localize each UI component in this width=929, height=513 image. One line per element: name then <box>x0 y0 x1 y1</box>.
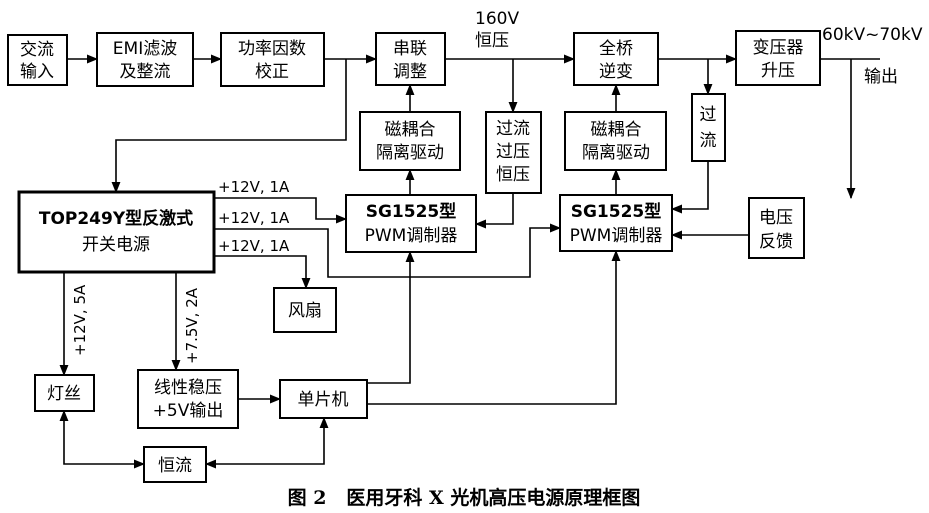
linear-regulator-box <box>137 369 239 429</box>
wire-rail1-sg1 <box>214 197 348 224</box>
rail-1-label: +12V, 1A <box>218 178 290 196</box>
wire-filament-current <box>59 409 146 469</box>
sg1525-1-line-2: PWM调制器 <box>365 226 458 246</box>
top249-line-1: TOP249Y型反激式 <box>39 208 193 229</box>
hv-output-label: 输出 <box>864 67 898 87</box>
ovp-line-3: 恒压 <box>496 165 530 185</box>
filament-block: 灯丝 <box>34 374 95 412</box>
mag-drive-1-line-2: 隔离驱动 <box>376 143 444 163</box>
mcu-label: 单片机 <box>298 390 349 410</box>
ovp-line-2: 过压 <box>496 142 530 162</box>
rail-2-label: +12V, 1A <box>218 209 290 227</box>
pfc-line-1: 功率因数 <box>238 39 306 59</box>
ac-input-box <box>7 34 68 86</box>
mcu-block: 单片机 <box>279 379 368 419</box>
ac-input-line-2: 输入 <box>20 62 54 82</box>
emi-filter-line-1: EMI滤波 <box>113 39 177 59</box>
sg1525-1-block: SG1525型 PWM调制器 <box>345 194 477 253</box>
fan-box <box>273 287 337 333</box>
mag-drive-1-box <box>359 111 461 171</box>
wire-rail3-fan <box>214 255 311 290</box>
constant-current-box <box>143 446 207 483</box>
voltage-feedback-box <box>748 197 805 259</box>
emi-filter-block: EMI滤波 及整流 <box>96 32 194 87</box>
ac-input-block: 交流 输入 <box>7 34 68 86</box>
ac-input-line-1: 交流 <box>20 40 54 60</box>
linear-regulator-line-2: +5V输出 <box>153 401 224 421</box>
wire-mcu-sg1 <box>367 250 415 384</box>
rail-linear-label: +7.5V, 2A <box>183 287 201 364</box>
series-regulator-line-2: 调整 <box>393 62 427 82</box>
transformer-line-1: 变压器 <box>753 38 804 58</box>
filament-box <box>34 374 95 412</box>
transformer-line-2: 升压 <box>761 61 795 81</box>
voltage-feedback-line-2: 反馈 <box>759 232 793 252</box>
voltage-feedback-line-1: 电压 <box>759 208 793 228</box>
wire-mcu-sg2 <box>367 249 621 405</box>
overcurrent-box <box>691 93 726 162</box>
fan-block: 风扇 <box>273 287 337 333</box>
mag-drive-2-line-1: 磁耦合 <box>591 120 642 140</box>
figure-caption: 图 2 医用牙科 X 光机高压电源原理框图 <box>288 486 641 509</box>
full-bridge-line-2: 逆变 <box>599 62 633 82</box>
sg1525-1-box <box>345 194 477 253</box>
rail-3-label: +12V, 1A <box>218 237 290 255</box>
emi-filter-box <box>96 32 194 87</box>
pfc-box <box>220 32 325 87</box>
full-bridge-block: 全桥 逆变 <box>573 32 659 86</box>
top249-line-2: 开关电源 <box>82 235 150 255</box>
emi-filter-line-2: 及整流 <box>120 62 171 82</box>
hv-output-value: 60kV~70kV <box>822 25 923 45</box>
overcurrent-line-2: 流 <box>700 131 717 151</box>
pfc-block: 功率因数 校正 <box>220 32 325 87</box>
sg1525-2-block: SG1525型 PWM调制器 <box>559 194 673 252</box>
mag-drive-2-box <box>564 111 667 171</box>
ovp-line-1: 过流 <box>496 119 530 139</box>
fan-label: 风扇 <box>288 301 322 321</box>
wire-overcurrent-sg2 <box>670 161 709 214</box>
bus-voltage-label: 恒压 <box>475 31 509 51</box>
rail-filament-label: +12V, 5A <box>71 284 89 356</box>
mag-drive-2-block: 磁耦合 隔离驱动 <box>564 111 667 171</box>
sg1525-2-line-2: PWM调制器 <box>570 226 663 246</box>
sg1525-2-line-1: SG1525型 <box>571 201 662 222</box>
constant-current-label: 恒流 <box>158 456 192 476</box>
mag-drive-1-block: 磁耦合 隔离驱动 <box>359 111 461 171</box>
sg1525-1-line-1: SG1525型 <box>366 201 457 222</box>
transformer-box <box>735 30 821 86</box>
bus-voltage-value: 160V <box>475 9 519 29</box>
linear-regulator-line-1: 线性稳压 <box>154 378 222 398</box>
mag-drive-2-line-2: 隔离驱动 <box>582 143 650 163</box>
overcurrent-block: 过 流 <box>691 93 726 162</box>
constant-current-block: 恒流 <box>143 446 207 483</box>
overcurrent-line-1: 过 <box>700 105 717 125</box>
transformer-block: 变压器 升压 <box>735 30 821 86</box>
series-regulator-line-1: 串联 <box>393 39 427 59</box>
wire-current-mcu <box>204 416 329 469</box>
ovp-block: 过流 过压 恒压 <box>485 111 542 194</box>
connectors <box>59 54 880 469</box>
full-bridge-line-1: 全桥 <box>599 39 633 59</box>
sg1525-2-box <box>559 194 673 252</box>
top249-box <box>17 190 216 274</box>
pfc-line-2: 校正 <box>255 62 289 82</box>
wire-ovp-sg1 <box>474 193 514 229</box>
series-regulator-box <box>375 32 446 86</box>
ovp-box <box>485 111 542 194</box>
wire-pfc-top249 <box>111 59 347 194</box>
mcu-box <box>279 379 368 419</box>
top249-block: TOP249Y型反激式 开关电源 <box>17 190 216 274</box>
linear-regulator-block: 线性稳压 +5V输出 <box>137 369 239 429</box>
series-regulator-block: 串联 调整 <box>375 32 446 86</box>
wire-rail2-sg2 <box>214 223 562 278</box>
mag-drive-1-line-1: 磁耦合 <box>385 120 436 140</box>
voltage-feedback-block: 电压 反馈 <box>748 197 805 259</box>
full-bridge-box <box>573 32 659 86</box>
filament-label: 灯丝 <box>47 384 81 404</box>
